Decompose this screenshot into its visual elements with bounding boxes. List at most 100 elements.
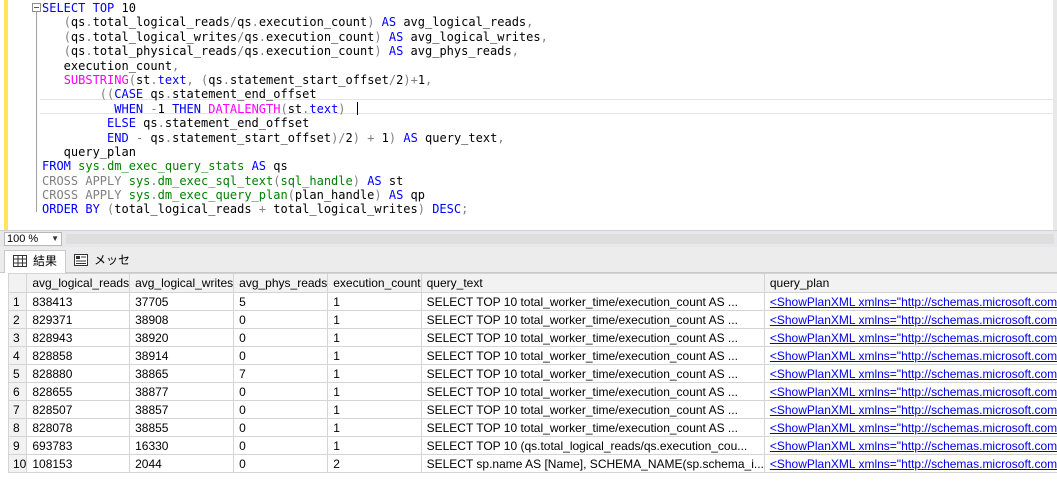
table-cell[interactable]: 0 bbox=[233, 346, 329, 365]
results-grid[interactable]: avg_logical_reads avg_logical_writes avg… bbox=[0, 273, 1057, 503]
row-number[interactable]: 3 bbox=[7, 328, 28, 347]
query-plan-link[interactable]: <ShowPlanXML xmlns="http://schemas.micro… bbox=[763, 328, 1057, 347]
table-cell[interactable]: SELECT TOP 10 total_worker_time/executio… bbox=[420, 364, 765, 383]
table-cell[interactable]: 829371 bbox=[26, 310, 131, 329]
table-cell[interactable]: 693783 bbox=[26, 436, 131, 455]
table-cell[interactable]: 1 bbox=[327, 436, 422, 455]
table-cell[interactable]: SELECT TOP 10 total_worker_time/executio… bbox=[420, 346, 765, 365]
table-cell[interactable]: SELECT TOP 10 total_worker_time/executio… bbox=[420, 382, 765, 401]
table-cell[interactable]: 1 bbox=[327, 382, 422, 401]
query-plan-link[interactable]: <ShowPlanXML xmlns="http://schemas.micro… bbox=[763, 418, 1057, 437]
row-number[interactable]: 10 bbox=[7, 454, 28, 473]
table-cell[interactable]: SELECT TOP 10 (qs.total_logical_reads/qs… bbox=[420, 436, 765, 455]
table-cell[interactable]: 0 bbox=[233, 310, 329, 329]
table-cell[interactable]: 2 bbox=[327, 454, 422, 473]
query-plan-link[interactable]: <ShowPlanXML xmlns="http://schemas.micro… bbox=[763, 292, 1057, 311]
table-cell[interactable]: 0 bbox=[233, 418, 329, 437]
table-cell[interactable]: SELECT TOP 10 total_worker_time/executio… bbox=[420, 292, 765, 311]
table-cell[interactable]: 1 bbox=[327, 364, 422, 383]
table-cell[interactable]: 37705 bbox=[129, 292, 235, 311]
table-cell[interactable]: 2044 bbox=[129, 454, 235, 473]
editor-vertical-scrollbar[interactable] bbox=[1053, 0, 1057, 230]
table-cell[interactable]: 38857 bbox=[129, 400, 235, 419]
tab-results[interactable]: 結果 bbox=[4, 250, 66, 273]
table-cell[interactable]: 838413 bbox=[26, 292, 131, 311]
column-header[interactable]: query_plan bbox=[763, 273, 1057, 293]
query-plan-link[interactable]: <ShowPlanXML xmlns="http://schemas.micro… bbox=[763, 400, 1057, 419]
query-plan-link[interactable]: <ShowPlanXML xmlns="http://schemas.micro… bbox=[763, 436, 1057, 455]
table-cell[interactable]: 1 bbox=[327, 400, 422, 419]
table-cell[interactable]: 1 bbox=[327, 418, 422, 437]
row-number[interactable]: 1 bbox=[7, 292, 28, 311]
table-cell[interactable]: 108153 bbox=[26, 454, 131, 473]
table-cell[interactable]: 38877 bbox=[129, 382, 235, 401]
code-token: . bbox=[99, 159, 108, 174]
table-cell[interactable]: 828655 bbox=[26, 382, 131, 401]
row-number[interactable]: 9 bbox=[7, 436, 28, 455]
table-cell[interactable]: 828507 bbox=[26, 400, 131, 419]
table-cell[interactable]: 7 bbox=[233, 364, 329, 383]
row-number[interactable]: 2 bbox=[7, 310, 28, 329]
table-cell[interactable]: SELECT TOP 10 total_worker_time/executio… bbox=[420, 310, 765, 329]
table-cell[interactable]: SELECT sp.name AS [Name], SCHEMA_NAME(sp… bbox=[420, 454, 765, 473]
chevron-down-icon[interactable]: ▼ bbox=[51, 234, 59, 243]
table-cell[interactable]: 0 bbox=[233, 454, 329, 473]
table-cell[interactable]: 0 bbox=[233, 400, 329, 419]
table-cell[interactable]: 0 bbox=[233, 382, 329, 401]
table-cell[interactable]: 1 bbox=[327, 292, 422, 311]
table-cell[interactable]: 1 bbox=[327, 346, 422, 365]
table-cell[interactable]: 828078 bbox=[26, 418, 131, 437]
row-number[interactable]: 8 bbox=[7, 418, 28, 437]
column-header[interactable]: avg_logical_reads bbox=[26, 273, 131, 293]
code-token: , bbox=[526, 15, 534, 30]
column-header[interactable]: avg_logical_writes bbox=[129, 273, 235, 293]
row-number[interactable]: 7 bbox=[7, 400, 28, 419]
table-cell[interactable]: 5 bbox=[233, 292, 329, 311]
query-plan-link[interactable]: <ShowPlanXML xmlns="http://schemas.micro… bbox=[763, 454, 1057, 473]
tab-messages[interactable]: メッセージ bbox=[66, 250, 142, 288]
table-cell[interactable]: SELECT TOP 10 total_worker_time/executio… bbox=[420, 400, 765, 419]
sql-editor[interactable]: SELECT TOP 10 (qs.total_logical_reads/qs… bbox=[0, 0, 1057, 230]
table-cell[interactable]: SELECT TOP 10 total_worker_time/executio… bbox=[420, 328, 765, 347]
collapse-toggle-icon[interactable] bbox=[32, 3, 41, 12]
query-plan-link[interactable]: <ShowPlanXML xmlns="http://schemas.micro… bbox=[763, 382, 1057, 401]
query-plan-link[interactable]: <ShowPlanXML xmlns="http://schemas.micro… bbox=[763, 310, 1057, 329]
corner-cell[interactable] bbox=[7, 273, 28, 293]
table-cell[interactable]: 828858 bbox=[26, 346, 131, 365]
code-line: ELSE qs.statement_end_offset bbox=[42, 116, 548, 130]
column-header[interactable]: avg_phys_reads bbox=[233, 273, 329, 293]
table-cell[interactable]: 1 bbox=[327, 328, 422, 347]
zoom-dropdown[interactable]: 100 % ▼ bbox=[4, 232, 62, 246]
table-cell[interactable]: 0 bbox=[233, 436, 329, 455]
sql-code[interactable]: SELECT TOP 10 (qs.total_logical_reads/qs… bbox=[42, 1, 548, 217]
table-cell[interactable]: 16330 bbox=[129, 436, 235, 455]
table-cell[interactable]: 38920 bbox=[129, 328, 235, 347]
table-cell[interactable]: 38865 bbox=[129, 364, 235, 383]
editor-horizontal-scrollbar[interactable] bbox=[66, 234, 1054, 244]
query-plan-link[interactable]: <ShowPlanXML xmlns="http://schemas.micro… bbox=[763, 346, 1057, 365]
table-cell[interactable]: 38855 bbox=[129, 418, 235, 437]
row-number[interactable]: 5 bbox=[7, 364, 28, 383]
table-cell[interactable]: 0 bbox=[233, 328, 329, 347]
table-cell[interactable]: 1 bbox=[327, 310, 422, 329]
table-cell[interactable]: SELECT TOP 10 total_worker_time/executio… bbox=[420, 418, 765, 437]
row-number[interactable]: 4 bbox=[7, 346, 28, 365]
column-header[interactable]: query_text bbox=[420, 273, 765, 293]
query-plan-link[interactable]: <ShowPlanXML xmlns="http://schemas.micro… bbox=[763, 364, 1057, 383]
column-header[interactable]: execution_count bbox=[327, 273, 422, 293]
table-cell[interactable]: 828880 bbox=[26, 364, 131, 383]
table-cell[interactable]: 38908 bbox=[129, 310, 235, 329]
table-cell[interactable]: 828943 bbox=[26, 328, 131, 347]
row-number[interactable]: 6 bbox=[7, 382, 28, 401]
table-cell[interactable]: 38914 bbox=[129, 346, 235, 365]
